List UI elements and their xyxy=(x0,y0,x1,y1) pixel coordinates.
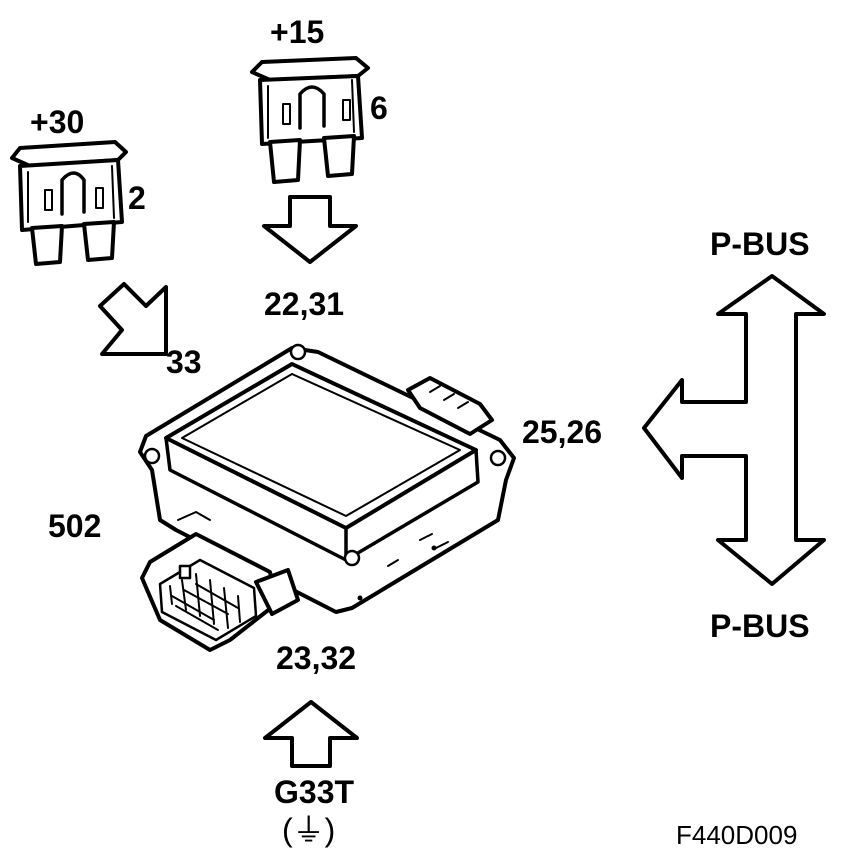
pin-label-ground: 23,32 xyxy=(276,640,357,676)
bus-top-label: P-BUS xyxy=(710,226,810,262)
figure-code: F440D009 xyxy=(676,820,798,850)
fuse-left-supply-label: +30 xyxy=(30,104,85,140)
ground-label: G33T xyxy=(274,774,355,810)
arrow-down-icon xyxy=(262,195,358,264)
arrow-up-icon xyxy=(263,700,359,768)
arrow-diagonal-icon xyxy=(98,282,168,356)
bus-bottom-label: P-BUS xyxy=(710,608,810,644)
fuse-top-supply-label: +15 xyxy=(270,14,325,50)
ground-symbol-icon: (⏚) xyxy=(282,812,336,848)
pin-label-supply-15: 22,31 xyxy=(264,286,345,322)
fuse-left-icon xyxy=(10,140,128,266)
pin-label-supply-30: 33 xyxy=(166,344,202,380)
fuse-top-icon xyxy=(250,56,370,184)
pin-label-bus: 25,26 xyxy=(522,414,603,450)
module-number-label: 502 xyxy=(48,508,102,544)
fuse-left-number-label: 2 xyxy=(128,180,146,216)
fuse-top-number-label: 6 xyxy=(370,90,388,126)
control-module-icon xyxy=(138,343,516,652)
bus-arrow-icon xyxy=(642,274,826,586)
